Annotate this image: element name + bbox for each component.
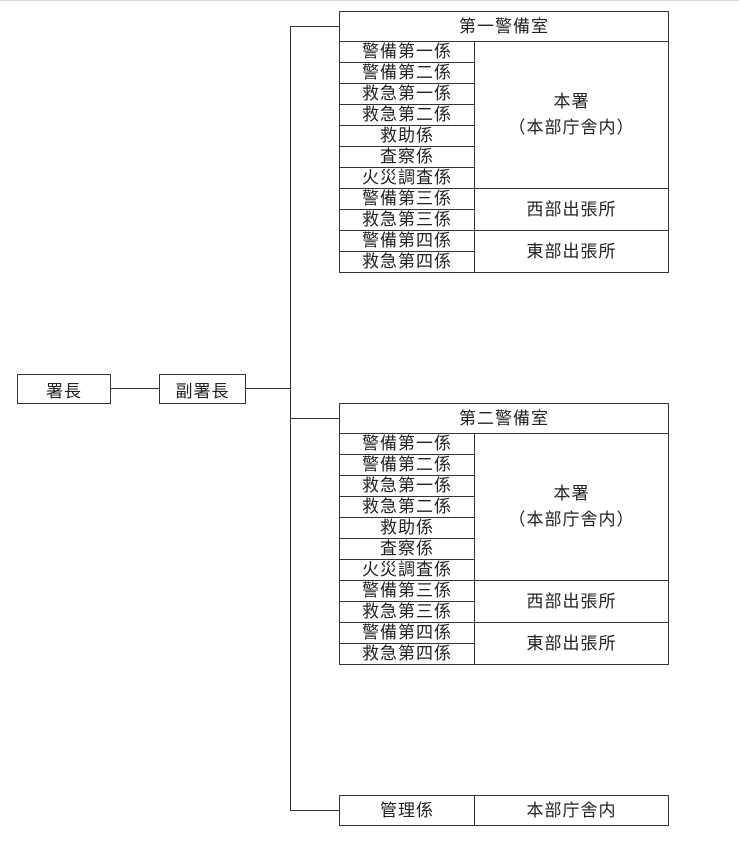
table-row: 救急第四係 (339, 643, 669, 665)
location-cell: 西部出張所 (474, 580, 669, 623)
table-row: 警備第三係 西部出張所 (339, 188, 669, 231)
table-row: 救急第一係 (339, 83, 669, 105)
unit-cell: 警備第一係 (339, 41, 475, 63)
table-row: 救急第四係 (339, 251, 669, 273)
unit-cell: 査察係 (339, 146, 475, 168)
unit-cell: 救急第一係 (339, 475, 475, 497)
connector-deputy-trunk (246, 388, 290, 389)
table-row: 火災調査係 (339, 559, 669, 581)
table-row: 救助係 (339, 125, 669, 147)
unit-cell: 救助係 (339, 517, 475, 539)
division-title: 第一警備室 (339, 11, 669, 42)
chief-box: 署長 (17, 374, 111, 404)
unit-cell: 救急第二係 (339, 496, 475, 518)
unit-cell: 救助係 (339, 125, 475, 147)
connector-chief-deputy (111, 388, 159, 389)
connector-branch-2 (290, 418, 340, 419)
management-table: 管理係 本部庁舎内 (339, 795, 669, 826)
table-row: 救急第一係 (339, 475, 669, 497)
unit-cell: 救急第一係 (339, 83, 475, 105)
deputy-box: 副署長 (159, 374, 246, 404)
unit-cell: 火災調査係 (339, 559, 475, 581)
unit-cell: 査察係 (339, 538, 475, 560)
division-header-row: 第一警備室 (339, 11, 669, 42)
division-table-1: 第一警備室 警備第一係 本署 （本部庁舎内） 警備第二係 救急第一係 救急第二係… (339, 11, 669, 273)
location-cell: 本署 （本部庁舎内） (474, 41, 669, 189)
location-line: （本部庁舎内） (508, 118, 635, 138)
unit-cell: 救急第四係 (339, 251, 475, 273)
unit-cell: 救急第二係 (339, 104, 475, 126)
table-row: 救急第二係 (339, 104, 669, 126)
unit-cell: 警備第三係 (339, 580, 475, 602)
table-row: 救急第三係 (339, 209, 669, 231)
division-table-2: 第二警備室 警備第一係 本署 （本部庁舎内） 警備第二係 救急第一係 救急第二係… (339, 403, 669, 665)
location-cell: 東部出張所 (474, 230, 669, 273)
table-row: 査察係 (339, 146, 669, 168)
table-row: 警備第一係 本署 （本部庁舎内） (339, 433, 669, 581)
location-cell: 東部出張所 (474, 622, 669, 665)
unit-cell: 警備第二係 (339, 62, 475, 84)
table-row: 救助係 (339, 517, 669, 539)
location-cell: 本署 （本部庁舎内） (474, 433, 669, 581)
division-header-row: 第二警備室 (339, 403, 669, 434)
table-row: 管理係 本部庁舎内 (339, 795, 669, 826)
unit-cell: 救急第三係 (339, 601, 475, 623)
table-row: 警備第三係 西部出張所 (339, 580, 669, 623)
table-row: 警備第四係 東部出張所 (339, 622, 669, 665)
unit-cell: 救急第四係 (339, 643, 475, 665)
management-location-cell: 本部庁舎内 (474, 795, 669, 826)
unit-cell: 警備第三係 (339, 188, 475, 210)
table-row: 警備第二係 (339, 454, 669, 476)
top-border (0, 0, 739, 1)
deputy-label: 副署長 (175, 381, 230, 402)
connector-branch-1 (290, 26, 340, 27)
management-unit-cell: 管理係 (339, 795, 475, 826)
table-row: 査察係 (339, 538, 669, 560)
unit-cell: 警備第四係 (339, 230, 475, 252)
unit-cell: 救急第三係 (339, 209, 475, 231)
location-line: （本部庁舎内） (508, 510, 635, 530)
table-row: 警備第四係 東部出張所 (339, 230, 669, 273)
unit-cell: 警備第二係 (339, 454, 475, 476)
division-title: 第二警備室 (339, 403, 669, 434)
location-line: 本署 (553, 92, 590, 112)
table-row: 警備第一係 本署 （本部庁舎内） (339, 41, 669, 189)
unit-cell: 火災調査係 (339, 167, 475, 189)
table-row: 救急第三係 (339, 601, 669, 623)
unit-cell: 警備第四係 (339, 622, 475, 644)
location-line: 本署 (553, 484, 590, 504)
location-cell: 西部出張所 (474, 188, 669, 231)
unit-cell: 警備第一係 (339, 433, 475, 455)
connector-branch-3 (290, 810, 340, 811)
chief-label: 署長 (46, 381, 82, 402)
